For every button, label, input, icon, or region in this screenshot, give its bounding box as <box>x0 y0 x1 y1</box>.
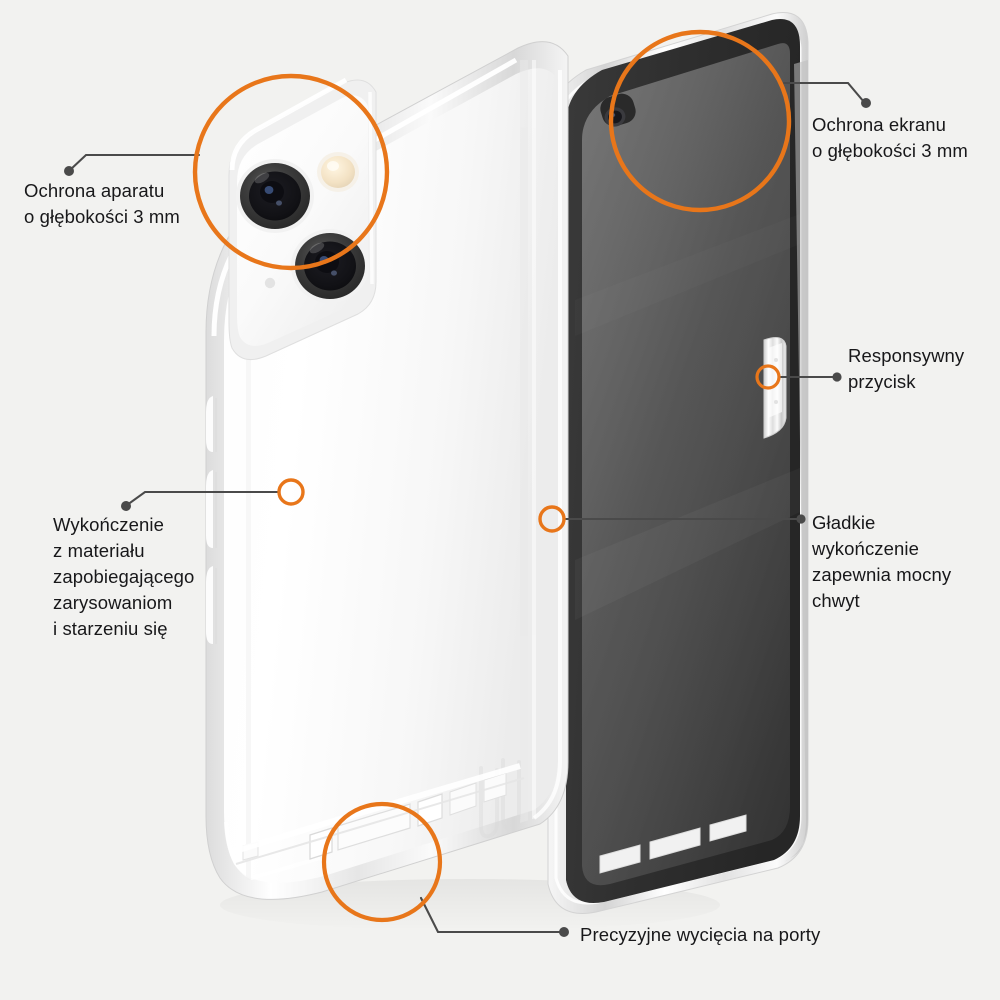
phone-back-view <box>205 41 569 900</box>
brand-logo-emboss <box>479 758 521 839</box>
leader-dot-screen-protection <box>861 98 871 108</box>
callout-responsive-button: Responsywny przycisk <box>848 345 965 392</box>
highlight-ring-grip <box>538 505 566 533</box>
case-button-cutouts-right <box>763 337 787 439</box>
highlight-ring-button <box>755 364 781 390</box>
leader-dot-smooth-grip <box>796 514 806 524</box>
callout-precise-port-cutouts: Precyzyjne wycięcia na porty <box>580 924 821 945</box>
microphone-dot <box>264 277 276 289</box>
callout-smooth-grip: Gładkie wykończenie zapewnia mocny chwyt <box>812 512 952 611</box>
case-button-cutouts-left <box>206 396 217 644</box>
callout-scratch-resistant-material: Wykończenie z materiału zapobiegającego … <box>53 514 195 639</box>
leader-dots <box>64 98 871 937</box>
leader-screen-protection <box>782 81 866 104</box>
camera-flash <box>317 152 359 192</box>
leader-dot-responsive-button <box>832 372 842 382</box>
leader-dot-ports <box>559 927 569 937</box>
leader-lines <box>68 81 866 934</box>
port-cutouts-left <box>231 763 525 865</box>
highlight-ring-material <box>277 478 305 506</box>
callout-camera-protection: Ochrona aparatu o głębokości 3 mm <box>24 180 180 227</box>
leader-dot-camera-protection <box>64 166 74 176</box>
leader-material <box>125 490 281 507</box>
leader-dot-material <box>121 501 131 511</box>
highlight-markers <box>192 29 792 923</box>
camera-lens-primary <box>236 159 314 233</box>
highlight-circle-screen <box>608 29 792 213</box>
leader-ports <box>419 896 564 934</box>
highlight-circle-camera <box>192 73 390 271</box>
callout-screen-protection: Ochrona ekranu o głębokości 3 mm <box>812 114 968 161</box>
port-cutouts-right <box>599 814 747 874</box>
leader-camera-protection <box>68 153 201 172</box>
highlight-circle-ports <box>321 801 443 923</box>
phone-front-view <box>547 12 809 914</box>
